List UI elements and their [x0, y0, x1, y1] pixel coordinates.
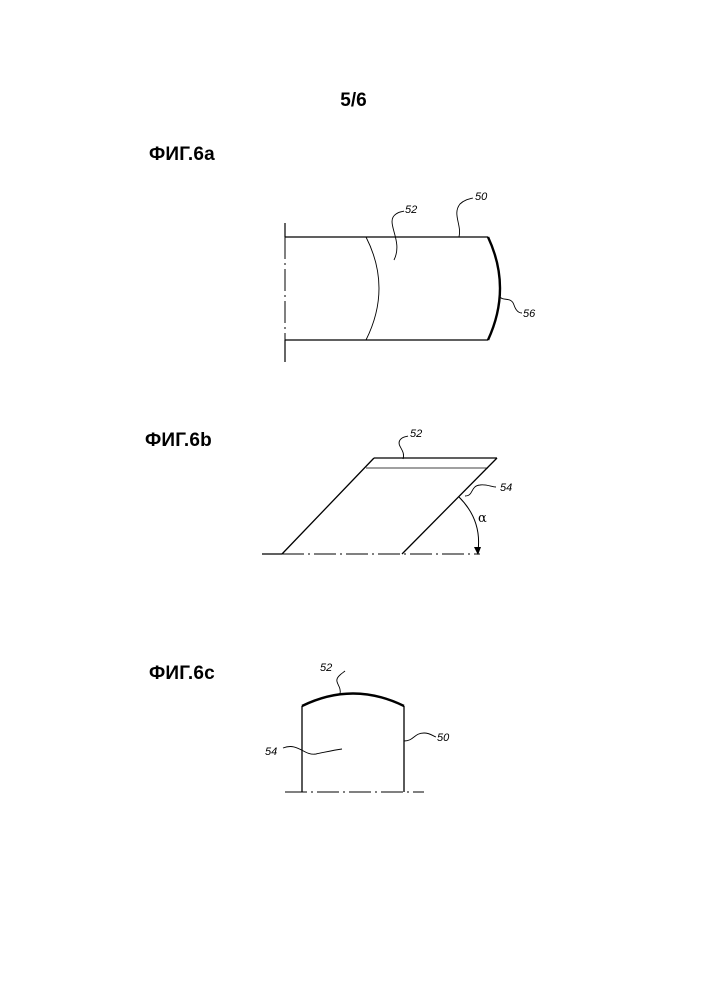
fig6a-arc	[366, 237, 379, 340]
figure-6c: 52 54 50	[265, 662, 450, 792]
fig6c-ref-52: 52	[320, 662, 332, 674]
fig6a-leader-52	[392, 211, 404, 260]
fig6a-ref-52: 52	[405, 204, 417, 216]
fig6c-ref-50: 50	[437, 732, 450, 744]
fig6c-leader-54	[283, 746, 342, 754]
fig6b-angle-symbol: α	[478, 511, 487, 526]
fig6a-ref-50: 50	[475, 191, 488, 203]
fig6c-leader-50	[404, 733, 436, 741]
figure-6a: 52 50 56	[285, 191, 536, 362]
fig6c-ref-54: 54	[265, 746, 277, 758]
fig6c-leader-52	[337, 671, 345, 694]
fig6a-leader-50	[457, 198, 473, 237]
fig6c-curved-top	[302, 694, 404, 707]
fig6b-ref-52: 52	[410, 428, 422, 440]
fig6a-end-face	[488, 237, 500, 340]
fig6b-right-side	[402, 458, 497, 554]
fig6b-leader-52	[399, 436, 408, 459]
fig6a-leader-56	[499, 296, 522, 313]
fig6b-ref-54: 54	[500, 482, 512, 494]
fig6b-left-side	[282, 458, 374, 554]
figure-6b: α 52 54	[262, 428, 512, 555]
fig6a-ref-56: 56	[523, 308, 536, 320]
fig6b-angle-arc	[459, 497, 479, 551]
